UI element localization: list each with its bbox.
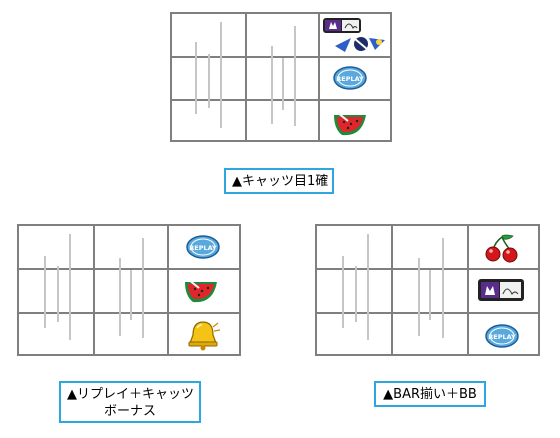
reel-blur-line	[195, 42, 197, 114]
caption-bar-bb: ▲BAR揃い＋BB	[374, 381, 486, 407]
caption-replay-cats-bonus: ▲リプレイ＋キャッツ ボーナス	[59, 381, 201, 423]
replay-label: REPLAY	[189, 244, 217, 252]
reel-left	[19, 226, 95, 354]
row-divider	[317, 268, 538, 270]
watermelon-icon	[332, 109, 370, 139]
row-divider	[317, 312, 538, 314]
reel-blur-line	[355, 266, 357, 322]
reel-blur-line	[342, 256, 344, 328]
reel-blur-line	[208, 54, 210, 108]
caption-line-1: ▲リプレイ＋キャッツ	[67, 387, 194, 402]
reel-blur-line	[142, 238, 144, 338]
reel-blur-line	[130, 270, 132, 320]
reel-left	[317, 226, 393, 354]
caption-line-2: ボーナス	[103, 404, 156, 419]
reel-blur-line	[367, 234, 369, 340]
cherry-icon	[483, 232, 521, 264]
reel-blur-line	[429, 270, 431, 320]
reel-blur-line	[57, 266, 59, 322]
reel-panel-bottom-left: REPLAY	[17, 224, 241, 356]
row-divider	[172, 99, 390, 101]
reel-blur-line	[119, 258, 121, 336]
reel-blur-line	[271, 46, 273, 124]
reel-center	[247, 14, 320, 140]
watermelon-icon	[183, 276, 221, 306]
reel-blur-line	[220, 22, 222, 128]
cat-bar-icon	[477, 278, 525, 302]
reel-blur-line	[418, 258, 420, 336]
bell-icon	[184, 319, 222, 351]
replay-icon: REPLAY	[333, 66, 367, 90]
reel-blur-line	[282, 58, 284, 110]
row-divider	[172, 56, 390, 58]
caption-text: ▲BAR揃い＋BB	[383, 387, 477, 402]
reel-blur-line	[44, 256, 46, 328]
caption-cats-eye: ▲キャッツ目1確	[224, 168, 334, 194]
reel-blur-line	[294, 26, 296, 126]
reel-center	[393, 226, 469, 354]
replay-icon: REPLAY	[485, 324, 519, 348]
reel-panel-top: REPLAY	[170, 12, 392, 142]
reel-blur-line	[442, 238, 444, 338]
replay-label: REPLAY	[336, 75, 364, 83]
reel-left	[172, 14, 247, 140]
replay-label: REPLAY	[488, 333, 516, 341]
reel-center	[95, 226, 169, 354]
caption-text: ▲キャッツ目1確	[232, 174, 329, 189]
replay-icon: REPLAY	[186, 235, 220, 259]
reel-panel-bottom-right: REPLAY	[315, 224, 540, 356]
row-divider	[19, 268, 239, 270]
row-divider	[19, 312, 239, 314]
reel-blur-line	[69, 234, 71, 340]
cat-bar-stack-icon	[321, 16, 391, 54]
